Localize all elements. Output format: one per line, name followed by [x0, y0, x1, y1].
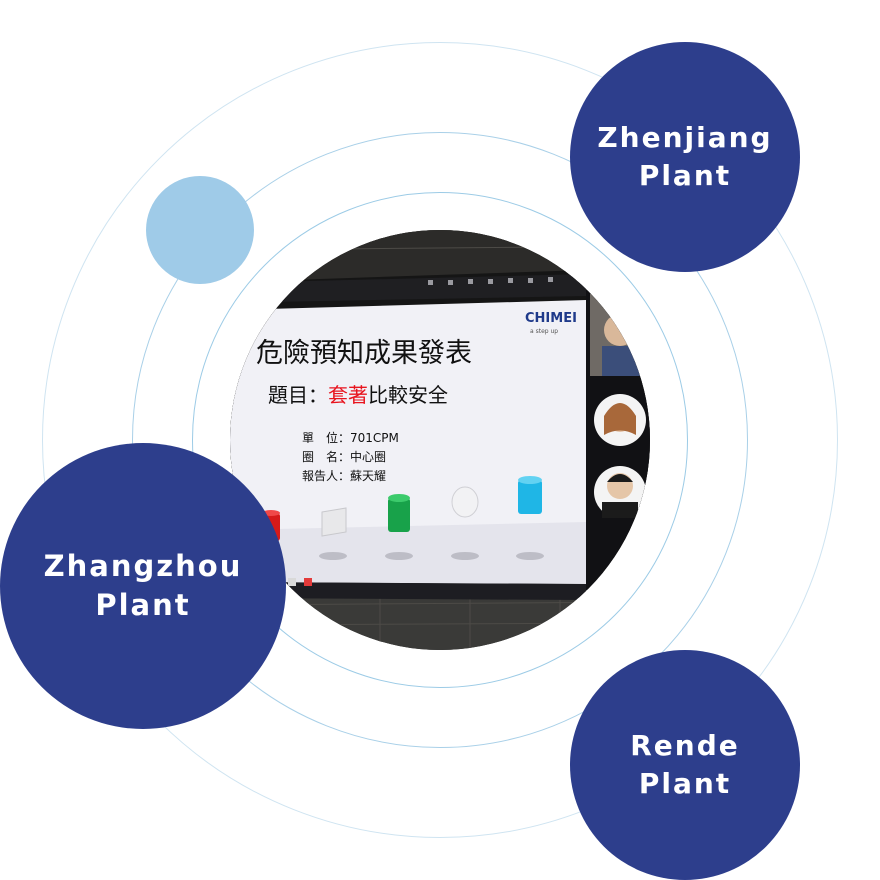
outer-orbit-ring — [42, 42, 838, 838]
zhangzhou-plant-label: Zhangzhou Plant — [43, 548, 243, 622]
meeting-photo: CHIMEI a step up 危險預知成果發表 題目：套著比較安全 單 位：… — [230, 230, 650, 650]
slide-brand: CHIMEI — [525, 311, 577, 326]
middle-orbit-ring — [132, 132, 748, 748]
slide-group-row: 圈 名：中心圈 — [302, 449, 386, 464]
inner-orbit-ring — [192, 192, 688, 688]
meeting-screen-illustration: CHIMEI a step up 危險預知成果發表 題目：套著比較安全 單 位：… — [230, 230, 650, 650]
accent-dot — [146, 176, 254, 284]
slide-topic: 題目：套著比較安全 — [268, 383, 448, 407]
slide-tagline: a step up — [530, 328, 558, 335]
rende-plant-circle: Rende Plant — [570, 650, 800, 880]
slide-shapes — [262, 476, 544, 560]
slide-title: 危險預知成果發表 — [256, 338, 472, 369]
slide-topic-highlight: 套著 — [328, 383, 368, 407]
slide-reporter-row: 報告人：蘇天耀 — [302, 469, 386, 483]
slide-unit-row: 單 位：701CPM — [302, 430, 399, 445]
zhangzhou-plant-circle: Zhangzhou Plant — [0, 443, 286, 729]
zhenjiang-plant-circle: Zhenjiang Plant — [570, 42, 800, 272]
rende-plant-label: Rende Plant — [630, 729, 740, 800]
zhenjiang-plant-label: Zhenjiang Plant — [597, 121, 773, 192]
